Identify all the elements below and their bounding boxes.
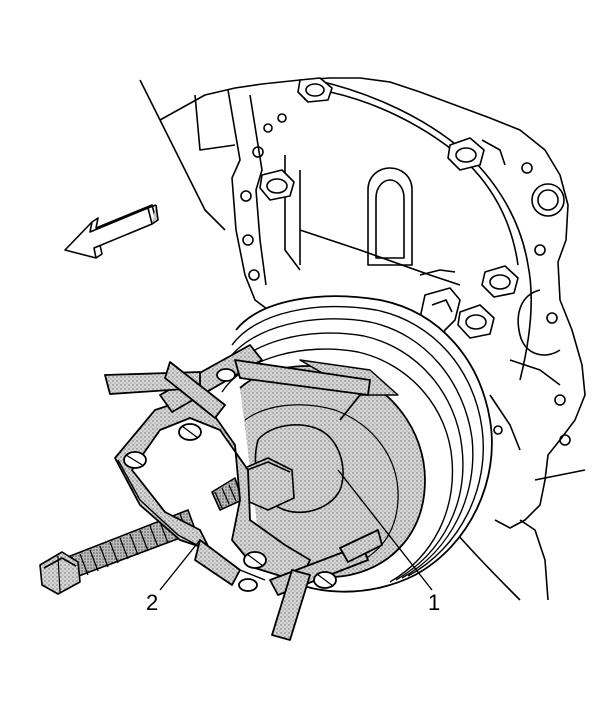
callout-label-1: 1 [428,590,441,615]
leader-line-1 [337,469,433,591]
bolt-sensor [457,304,495,339]
engine-front-cover [139,77,586,601]
puller-forcing-screw [39,424,344,595]
bolt-left [259,169,295,201]
balancer-puller [104,344,383,641]
left-arrow-icon [64,204,159,259]
leader-line-2 [159,539,201,591]
callout-leaders [159,469,433,591]
bolt-right-mid [481,265,519,298]
bolt-top [297,77,333,103]
bolt-right-top [447,137,506,171]
callout-label-2: 2 [146,590,159,615]
